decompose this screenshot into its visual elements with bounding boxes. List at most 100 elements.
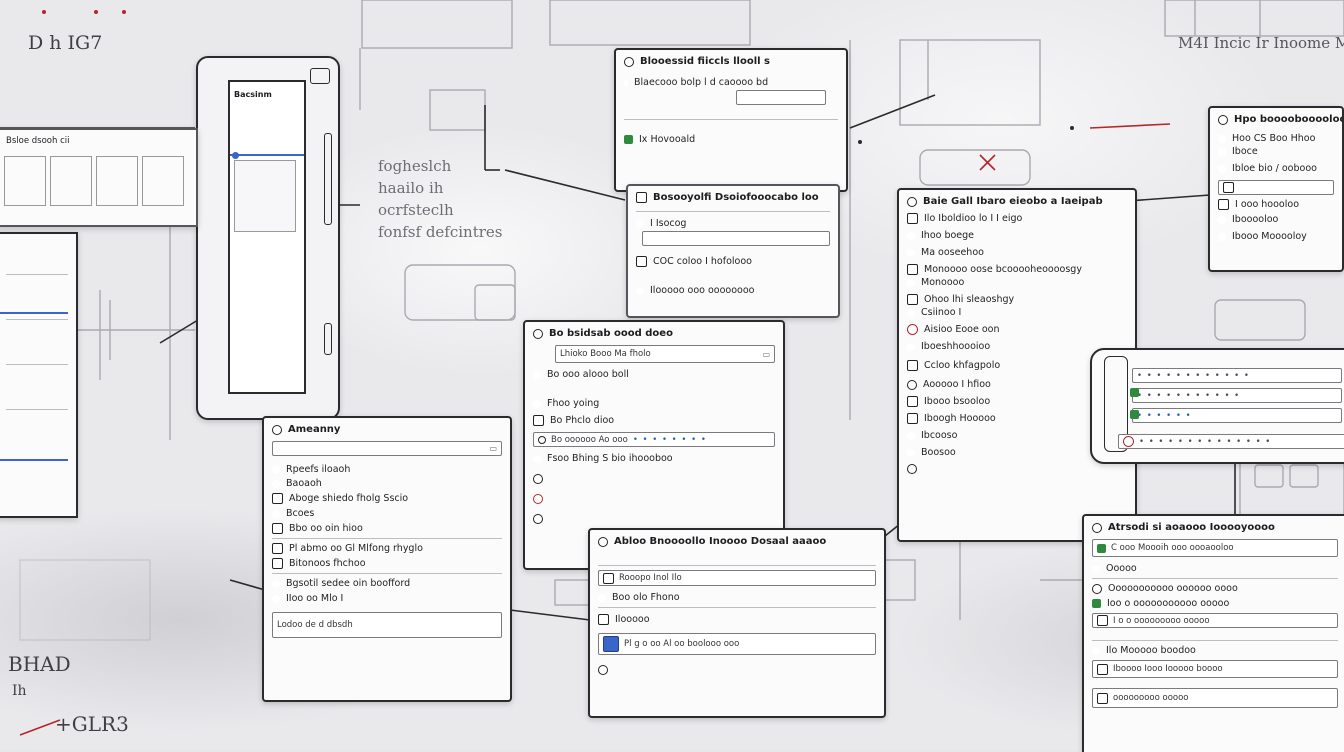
bottom-center-title: Abloo Bnoooollo Inoooo Dosaal aaaoo [590, 530, 884, 551]
right-setting-item[interactable]: Monoooo oose bcooooheoooosgy [899, 264, 1135, 275]
mid-center-input[interactable] [642, 231, 830, 246]
option-item[interactable]: Fhoo yoing [525, 398, 783, 409]
settings-item[interactable]: Bcoes [264, 508, 510, 519]
device-green-tab [1130, 388, 1139, 397]
right-setting-item[interactable]: Ohoo lhi sleaoshgy [899, 294, 1135, 305]
bottom-right-item[interactable]: Ioo o ooooooooooo ooooo [1084, 598, 1344, 609]
bottom-center-row-4[interactable]: Pl g o oo Al oo boolooo ooo [598, 633, 876, 655]
bottom-right-item[interactable]: Ilo Mooooo boodoo [1084, 645, 1344, 656]
device-screen: Bacsinm [228, 80, 306, 394]
right-setting-item[interactable]: Ccloo khfagpolo [899, 360, 1135, 371]
bottom-right-item[interactable]: Ooooooooooo oooooo oooo [1084, 583, 1344, 594]
option-radio[interactable] [525, 494, 783, 504]
status-check-icon [624, 135, 633, 144]
settings-input[interactable]: Lodoo de d dbsdh [272, 612, 502, 638]
bg-label-bottom-left-1: BHAD [8, 652, 71, 676]
bottom-center-row-3[interactable]: Ilooooo [590, 614, 884, 625]
option-radio[interactable] [525, 514, 783, 524]
settings-item[interactable]: IIoo oo Mlo I [264, 593, 510, 604]
bottom-center-row-1[interactable]: Rooopo Inol Ilo [598, 570, 876, 586]
right-setting-item[interactable]: Ilo Iboldioo lo I I eigo [899, 213, 1135, 224]
bottom-right-panel: Atrsodi si aoaooo Iooooyoooo C ooo Moooi… [1082, 514, 1344, 752]
device-frame: Bacsinm [196, 56, 340, 420]
right-settings-title: Baie Gall Ibaro eieobo a Iaeipab [899, 190, 1135, 211]
bottom-right-title: Atrsodi si aoaooo Iooooyoooo [1084, 516, 1344, 537]
right-setting-radio[interactable] [899, 464, 1135, 474]
panel-icon [598, 536, 608, 547]
left-edge-panel-header: Bsloe dsooh cii [6, 136, 70, 146]
top-center-panel-title: Blooessid fiiccls llooll s [616, 50, 846, 71]
top-center-input[interactable] [736, 90, 826, 105]
panel-checkbox-icon [636, 192, 647, 203]
right-setting-item[interactable]: Ma ooseehoo [899, 247, 1135, 258]
top-right-title: Hpo boooobooooloo [1210, 108, 1342, 129]
right-device-field-2[interactable]: • • • • • • • • • • • [1132, 388, 1342, 403]
right-setting-item[interactable]: Iboogh Hooooo [899, 413, 1135, 424]
bg-label-center: fogheslch haailo ih ocrfsteclh fonfsf de… [378, 157, 503, 241]
top-right-item[interactable]: Ibooooloo [1210, 214, 1342, 225]
panel-icon [907, 196, 917, 207]
device-screen-label: Bacsinm [234, 90, 272, 99]
settings-item[interactable]: Baoaoh [264, 478, 510, 489]
device-side-button[interactable] [324, 133, 332, 225]
bottom-right-item-field[interactable]: ooooooooo ooooo [1092, 688, 1338, 708]
bottom-center-row-2[interactable]: Boo olo Fhono [590, 592, 884, 603]
right-device-field-4[interactable]: • • • • • • • • • • • • • • [1118, 434, 1344, 449]
top-center-status-row[interactable]: Ix Hovooald [616, 134, 846, 145]
bottom-right-item-field[interactable]: Iboooo Iooo Iooooo boooo [1092, 660, 1338, 678]
bullet-icon [624, 78, 628, 87]
device-side-button-2[interactable] [324, 323, 332, 355]
settings-item[interactable]: Bbo oo oin hioo [264, 523, 510, 534]
center-options-field[interactable]: Lhioko Booo Ma fholo▭ [555, 345, 775, 363]
right-setting-item[interactable]: Ihoo boege [899, 230, 1135, 241]
settings-item[interactable]: Bgsotil sedee oin boofford [264, 578, 510, 589]
left-settings-search[interactable]: ▭ [272, 441, 502, 456]
mid-center-row-3[interactable]: Ilooooo ooo oooooooo [628, 285, 838, 296]
mid-center-panel: Bosooyolfi Dsoiofooocabo loo I Isocog CO… [626, 184, 840, 318]
settings-item[interactable]: Bitonoos fhchoo [264, 558, 510, 569]
top-right-item[interactable]: Ibooo Mooooloy [1210, 231, 1342, 242]
option-item[interactable]: Bo ooo alooo boll [525, 369, 783, 380]
device-screen-marker [232, 152, 239, 159]
top-right-item[interactable]: Ibloe bio / oobooo [1210, 163, 1342, 174]
right-device-field-1[interactable]: • • • • • • • • • • • • [1132, 368, 1342, 383]
right-setting-item[interactable]: Monoooo [899, 277, 1135, 288]
settings-item[interactable]: Pl abmo oo Gl Mlfong rhyglo [264, 543, 510, 554]
option-item[interactable]: Bo Phclo dioo [525, 415, 783, 426]
right-setting-item[interactable]: Boosoo [899, 447, 1135, 458]
bottom-center-radio[interactable] [590, 665, 884, 675]
top-right-input[interactable] [1218, 180, 1334, 195]
right-setting-item[interactable]: Ibcooso [899, 430, 1135, 441]
bottom-center-panel: Abloo Bnoooollo Inoooo Dosaal aaaoo Rooo… [588, 528, 886, 718]
bg-label-top-left: D h IG7 [28, 32, 103, 54]
panel-icon [272, 424, 282, 435]
bottom-right-item[interactable]: Ooooo [1084, 563, 1344, 574]
mid-center-row-1[interactable]: I Isocog [628, 218, 838, 229]
option-progress-field[interactable]: Bo oooooo Ao ooo• • • • • • • • [533, 432, 775, 447]
top-center-panel: Blooessid fiiccls llooll s Blaecooo bolp… [614, 48, 848, 192]
center-options-title: Bo bsidsab oood doeo [525, 322, 783, 343]
bottom-right-item-field[interactable]: C ooo Moooih ooo oooaooloo [1092, 539, 1338, 557]
bottom-right-item-field[interactable]: I o o ooooooooo ooooo [1092, 613, 1338, 628]
device-camera-icon [310, 68, 330, 84]
device-green-tab [1130, 410, 1139, 419]
right-setting-item[interactable]: Csiinoo I [899, 307, 1135, 318]
settings-item[interactable]: Rpeefs iloaoh [264, 464, 510, 475]
right-setting-item[interactable]: Aisioo Eooe oon [899, 324, 1135, 335]
top-right-item[interactable]: Iboce [1210, 146, 1342, 157]
device-screen-card[interactable] [234, 160, 296, 232]
option-radio[interactable] [525, 474, 783, 484]
option-item[interactable]: Fsoo Bhing S bio ihoooboo [525, 453, 783, 464]
right-setting-item[interactable]: Ibooo bsooloo [899, 396, 1135, 407]
mid-center-row-2[interactable]: COC coloo I hofolooo [628, 256, 838, 267]
right-setting-item[interactable]: Iboeshhoooioo [899, 341, 1135, 352]
top-right-item[interactable]: I ooo hoooloo [1210, 199, 1342, 210]
right-device-field-3[interactable]: • • • • • • [1132, 408, 1342, 423]
mid-center-panel-title: Bosooyolfi Dsoiofooocabo loo [628, 186, 838, 207]
top-center-panel-row[interactable]: Blaecooo bolp l d caoooo bd [616, 77, 846, 88]
panel-icon [1218, 114, 1228, 125]
right-setting-item[interactable]: Aooooo I hfioo [899, 379, 1135, 390]
top-right-item[interactable]: Hoo CS Boo Hhoo [1210, 133, 1342, 144]
left-edge-form [0, 232, 78, 518]
settings-item[interactable]: Aboge shiedo fholg Sscio [264, 493, 510, 504]
